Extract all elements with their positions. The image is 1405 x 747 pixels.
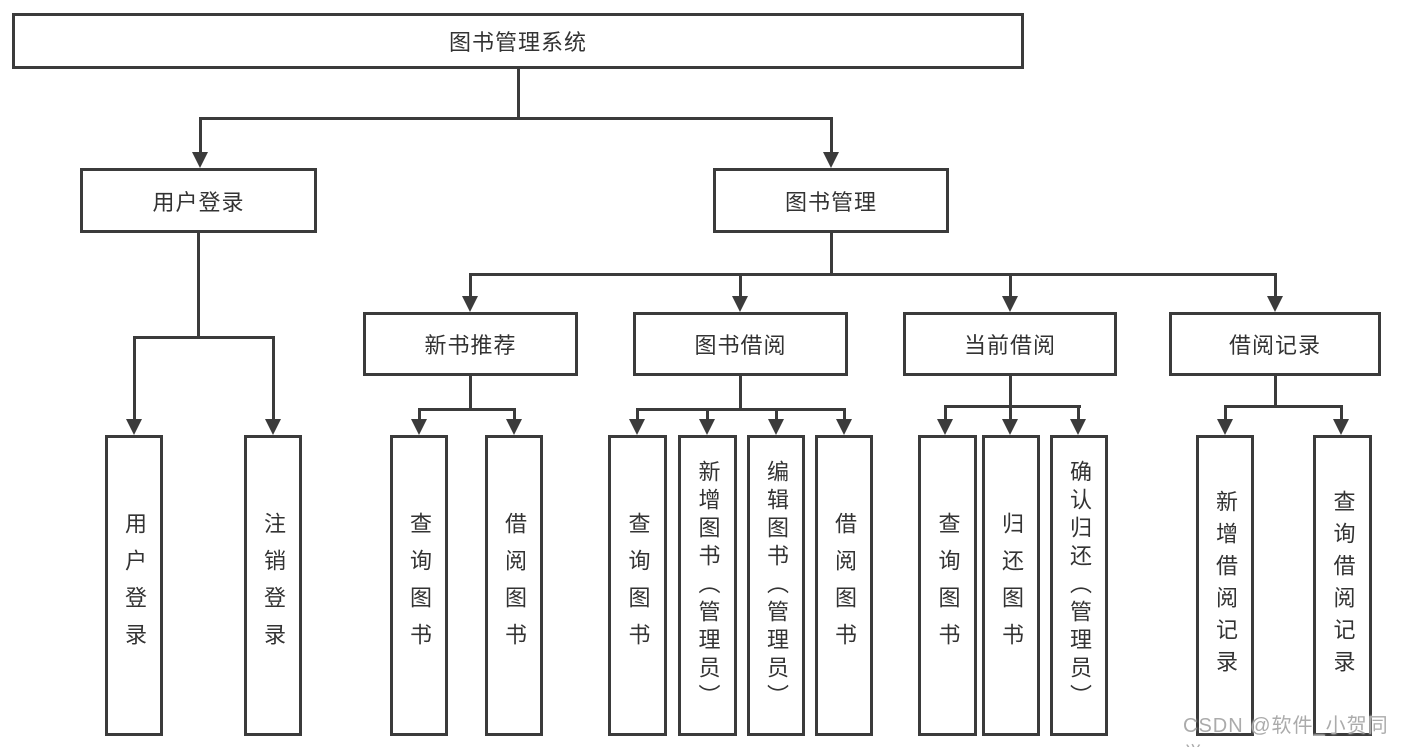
connector-line (133, 336, 136, 421)
connector-line (469, 273, 1277, 276)
leaf-edit-books-admin: 编辑图书（管理员） (747, 435, 805, 736)
connector-line (843, 408, 846, 421)
leaf-label: 查询图书 (625, 511, 651, 660)
leaf-label: 查询图书 (935, 511, 961, 660)
node-new-book-recommendation: 新书推荐 (363, 312, 578, 376)
arrowhead-down-icon (699, 419, 715, 435)
arrowhead-down-icon (1333, 419, 1349, 435)
arrowhead-down-icon (411, 419, 427, 435)
connector-line (1224, 405, 1343, 408)
node-borrowing-records: 借阅记录 (1169, 312, 1381, 376)
node-label: 图书管理系统 (448, 30, 587, 55)
leaf-add-books-admin: 新增图书（管理员） (678, 435, 737, 736)
connector-line (272, 336, 275, 421)
leaf-return-books: 归还图书 (982, 435, 1040, 736)
leaf-logout: 注销登录 (244, 435, 302, 736)
connector-line (1077, 405, 1080, 421)
leaf-add-borrow-record: 新增借阅记录 (1196, 435, 1254, 736)
node-book-management: 图书管理 (713, 168, 949, 233)
connector-line (418, 408, 516, 411)
node-label: 新书推荐 (424, 333, 517, 358)
connector-line (1009, 376, 1012, 405)
arrowhead-down-icon (1002, 419, 1018, 435)
connector-line (944, 405, 947, 421)
leaf-user-login: 用户登录 (105, 435, 163, 736)
connector-line (469, 273, 472, 297)
connector-line (197, 233, 200, 336)
leaf-query-books-recommend: 查询图书 (390, 435, 448, 736)
connector-line (199, 117, 202, 153)
leaf-query-books-borrowing: 查询图书 (608, 435, 667, 736)
leaf-label: 用户登录 (122, 511, 147, 660)
connector-line (199, 117, 833, 120)
leaf-label: 注销登录 (261, 511, 286, 660)
node-current-borrowing: 当前借阅 (903, 312, 1117, 376)
leaf-confirm-return-admin: 确认归还（管理员） (1050, 435, 1108, 736)
leaf-query-books-current: 查询图书 (918, 435, 977, 736)
connector-line (706, 408, 709, 421)
arrowhead-down-icon (462, 296, 478, 312)
connector-line (1009, 273, 1012, 297)
connector-line (1009, 405, 1012, 421)
leaf-label: 借阅图书 (832, 511, 857, 660)
leaf-query-borrow-record: 查询借阅记录 (1313, 435, 1372, 736)
node-library-management-system: 图书管理系统 (12, 13, 1024, 69)
node-label: 借阅记录 (1228, 333, 1321, 358)
connector-line (418, 408, 421, 421)
arrowhead-down-icon (836, 419, 852, 435)
node-label: 当前借阅 (963, 333, 1056, 358)
arrowhead-down-icon (1267, 296, 1283, 312)
connector-line (517, 69, 520, 117)
node-label: 图书管理 (784, 189, 877, 215)
csdn-watermark: CSDN @软件_小贺同学 (1183, 715, 1389, 747)
node-label: 用户登录 (152, 189, 245, 215)
leaf-label: 确认归还（管理员） (1067, 459, 1092, 712)
node-label: 图书借阅 (694, 333, 787, 358)
arrowhead-down-icon (937, 419, 953, 435)
arrowhead-down-icon (1070, 419, 1086, 435)
connector-line (1274, 273, 1277, 297)
arrowhead-down-icon (265, 419, 281, 435)
arrowhead-down-icon (506, 419, 522, 435)
connector-line (775, 408, 778, 421)
arrowhead-down-icon (1217, 419, 1233, 435)
connector-line (739, 376, 742, 408)
connector-line (944, 405, 1081, 408)
connector-line (739, 273, 742, 297)
leaf-borrow-books-borrowing: 借阅图书 (815, 435, 873, 736)
connector-line (1340, 405, 1343, 421)
connector-line (636, 408, 639, 421)
connector-line (469, 376, 472, 408)
node-book-borrowing: 图书借阅 (633, 312, 848, 376)
arrowhead-down-icon (126, 419, 142, 435)
arrowhead-down-icon (1002, 296, 1018, 312)
leaf-label: 新增借阅记录 (1213, 489, 1238, 682)
connector-line (133, 336, 275, 339)
arrowhead-down-icon (823, 152, 839, 168)
connector-line (513, 408, 516, 421)
arrowhead-down-icon (768, 419, 784, 435)
leaf-label: 归还图书 (999, 511, 1024, 660)
leaf-label: 借阅图书 (502, 511, 527, 660)
connector-line (830, 233, 833, 273)
connector-line (1274, 376, 1277, 405)
arrowhead-down-icon (192, 152, 208, 168)
connector-line (830, 117, 833, 153)
arrowhead-down-icon (629, 419, 645, 435)
leaf-label: 编辑图书（管理员） (764, 459, 789, 712)
connector-line (636, 408, 845, 411)
leaf-label: 查询借阅记录 (1330, 489, 1356, 682)
node-user-login: 用户登录 (80, 168, 317, 233)
leaf-label: 新增图书（管理员） (695, 459, 721, 712)
connector-line (1224, 405, 1227, 421)
leaf-label: 查询图书 (407, 511, 432, 660)
arrowhead-down-icon (732, 296, 748, 312)
leaf-borrow-books-recommend: 借阅图书 (485, 435, 543, 736)
